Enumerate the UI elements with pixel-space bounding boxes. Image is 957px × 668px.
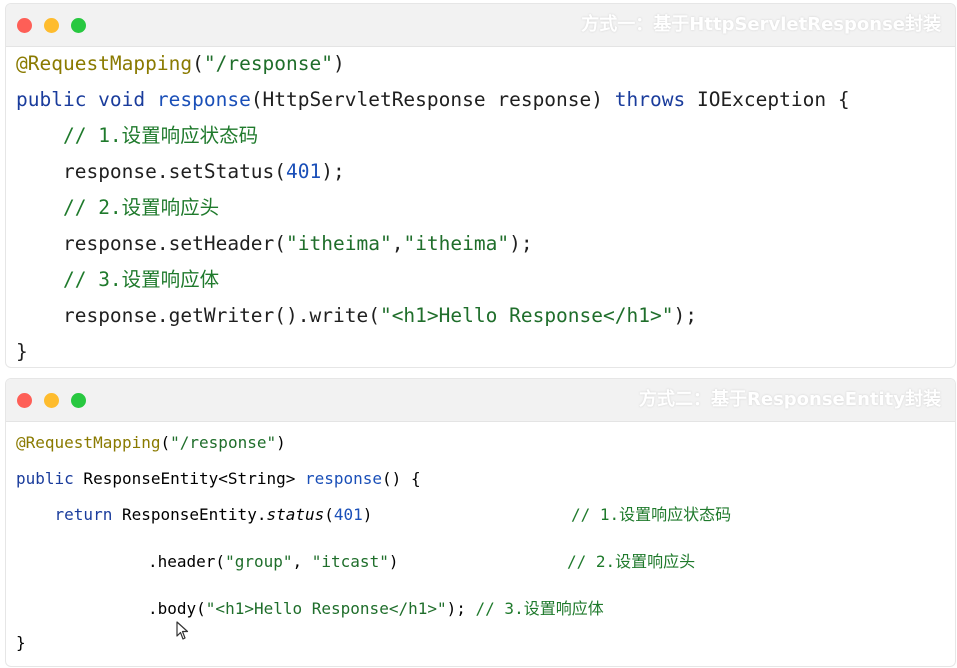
close-window-dot-icon[interactable]: [17, 393, 32, 408]
string-token: "group": [225, 552, 293, 571]
code-block: @RequestMapping("/response") public void…: [16, 46, 955, 367]
method-name-token: response: [156, 88, 251, 111]
code-line: .header("group", "itcast"): [148, 544, 398, 580]
code-token: IOException {: [685, 88, 850, 111]
string-token: "<h1>Hello Response</h1>": [379, 304, 674, 327]
comment-token: // 3.设置响应体: [475, 599, 604, 618]
code-line: response.setStatus(401);: [16, 154, 955, 190]
comment-token: // 3.设置响应体: [62, 268, 220, 291]
maximize-window-dot-icon[interactable]: [71, 393, 86, 408]
code-line: }: [16, 334, 955, 367]
code-line: // 3.设置响应体: [16, 262, 955, 298]
code-token: (: [160, 433, 171, 452]
code-token: (HttpServletResponse response): [250, 88, 615, 111]
code-token: .body(: [148, 599, 206, 618]
code-line: public ResponseEntity<String> response()…: [16, 461, 421, 497]
code-line: response.setHeader("itheima","itheima");: [16, 226, 955, 262]
string-token: "<h1>Hello Response</h1>": [205, 599, 447, 618]
code-token: ): [388, 552, 399, 571]
close-window-dot-icon[interactable]: [17, 18, 32, 33]
code-token: }: [16, 340, 28, 363]
keyword-token: public void: [16, 88, 157, 111]
annotation-token: @RequestMapping: [16, 433, 161, 452]
code-line: // 2.设置响应头: [16, 190, 955, 226]
code-line: @RequestMapping("/response"): [16, 46, 955, 82]
keyword-token: public: [16, 469, 74, 488]
window-title: 方式二：基于ResponseEntity封装: [639, 389, 941, 410]
code-token: response.setHeader(: [62, 232, 287, 255]
code-window-responseentity: 方式二：基于ResponseEntity封装 @RequestMapping("…: [5, 378, 956, 667]
code-line: response.getWriter().write("<h1>Hello Re…: [16, 298, 955, 334]
comment-token: // 2.设置响应头: [567, 552, 696, 571]
comment-token: // 1.设置响应状态码: [571, 505, 732, 524]
code-token: ,: [292, 552, 312, 571]
comment-token: // 2.设置响应头: [62, 196, 220, 219]
comment-token: // 1.设置响应状态码: [62, 124, 259, 147]
code-token: }: [16, 633, 26, 652]
string-token: "/response": [203, 52, 333, 75]
number-token: 401: [286, 160, 322, 183]
maximize-window-dot-icon[interactable]: [71, 18, 86, 33]
code-token: ): [276, 433, 286, 452]
string-token: "/response": [170, 433, 277, 452]
code-token: ): [333, 52, 345, 75]
method-name-token: status: [266, 505, 325, 524]
mouse-pointer-icon: [176, 621, 189, 640]
keyword-token: return: [54, 505, 113, 524]
code-token: ): [362, 505, 373, 524]
code-line: // 1.设置响应状态码: [16, 118, 955, 154]
code-token: ResponseEntity<String>: [73, 469, 305, 488]
string-token: "itheima": [403, 232, 510, 255]
code-token: );: [673, 304, 697, 327]
code-token: ,: [391, 232, 404, 255]
window-titlebar: 方式二：基于ResponseEntity封装: [6, 379, 955, 422]
code-token: (: [324, 505, 334, 524]
code-line: return ResponseEntity.status(401): [16, 497, 373, 533]
code-window-httpservletresponse: 方式一：基于HttpServletResponse封装 @RequestMapp…: [5, 3, 956, 368]
string-token: "itcast": [311, 552, 389, 571]
minimize-window-dot-icon[interactable]: [44, 393, 59, 408]
code-line: public void response(HttpServletResponse…: [16, 82, 955, 118]
keyword-token: throws: [614, 88, 686, 111]
code-line: }: [16, 625, 26, 661]
code-line: @RequestMapping("/response"): [16, 425, 286, 461]
code-token: ResponseEntity.: [112, 505, 267, 524]
method-name-token: response: [304, 469, 383, 488]
code-token: .header(: [148, 552, 226, 571]
code-token: response.setStatus(: [62, 160, 287, 183]
window-title: 方式一：基于HttpServletResponse封装: [581, 14, 941, 35]
code-token: );: [321, 160, 345, 183]
number-token: 401: [333, 505, 363, 524]
code-token: () {: [382, 469, 421, 488]
window-titlebar: 方式一：基于HttpServletResponse封装: [6, 4, 955, 47]
code-token: );: [509, 232, 533, 255]
minimize-window-dot-icon[interactable]: [44, 18, 59, 33]
code-token: (: [192, 52, 204, 75]
code-token: );: [446, 599, 466, 618]
code-token: response.getWriter().write(: [62, 304, 380, 327]
annotation-token: @RequestMapping: [16, 52, 193, 75]
string-token: "itheima": [286, 232, 392, 255]
code-line: .body("<h1>Hello Response</h1>"); // 3.设…: [148, 591, 604, 627]
